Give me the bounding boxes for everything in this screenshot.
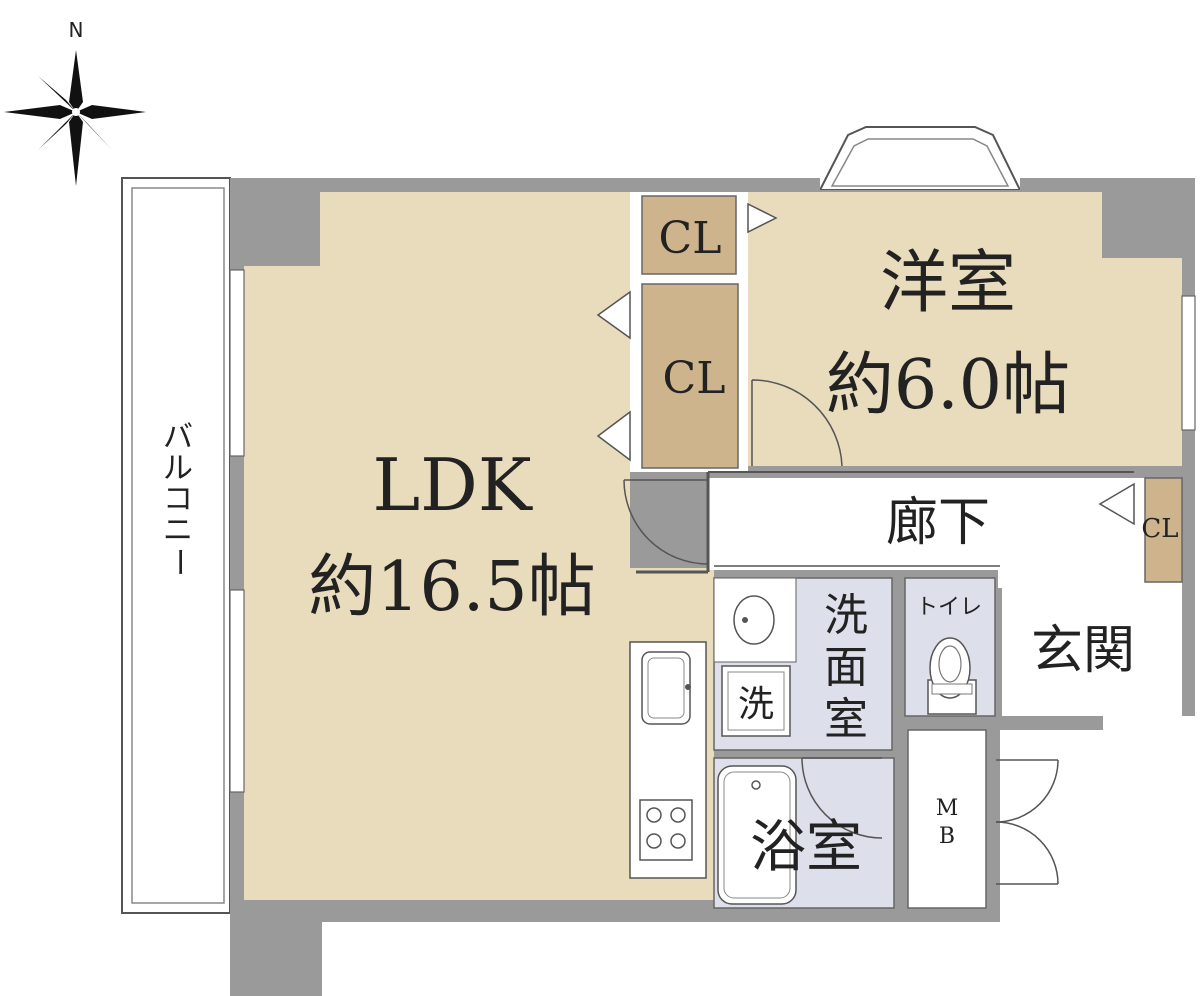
closet-lower-label: CL	[663, 353, 726, 404]
balcony-label: バ ル コ ニ ー	[161, 420, 196, 577]
svg-text:バ: バ	[163, 420, 193, 455]
western-door-swing	[751, 379, 843, 467]
meter-box-label-b: B	[939, 824, 955, 849]
western-room-area: 約6.0帖	[826, 346, 1070, 425]
entrance	[1002, 588, 1182, 716]
toilet-icon	[927, 637, 977, 715]
compass-rose-icon	[4, 50, 146, 186]
washbasin-icon	[733, 595, 775, 645]
ldk-windows	[229, 269, 1196, 793]
svg-text:ニ: ニ	[163, 513, 193, 548]
svg-text:洗: 洗	[824, 590, 868, 641]
svg-text:ル: ル	[163, 451, 193, 486]
washing-machine-icon	[721, 665, 791, 737]
bay-window	[818, 126, 1022, 191]
balcony	[121, 177, 231, 914]
closet-corridor-label: CL	[1141, 514, 1178, 544]
meter-box[interactable]	[907, 729, 987, 909]
ldk-area: 約16.5帖	[308, 548, 595, 627]
bath-door-swing	[801, 757, 883, 839]
stove-icon	[639, 799, 693, 861]
balcony-inner	[131, 187, 225, 904]
svg-text:室: 室	[824, 694, 868, 745]
svg-text:コ: コ	[163, 482, 193, 517]
closet-upper[interactable]	[641, 195, 737, 275]
svg-text:ー: ー	[161, 547, 196, 577]
ldk-name: LDK	[372, 443, 533, 527]
meter-box-label-m: M	[936, 796, 959, 821]
entrance-door-swing	[995, 759, 1059, 823]
washing-machine-label: 洗	[738, 684, 774, 725]
sink-icon	[641, 651, 691, 725]
svg-text:面: 面	[824, 642, 868, 693]
western-room	[748, 192, 1182, 466]
corridor	[708, 478, 1134, 570]
closet-corridor-door-marker	[1098, 482, 1135, 526]
bathtub-icon	[717, 765, 797, 905]
toilet-name: トイレ	[916, 595, 982, 620]
compass-north-label: N	[69, 18, 84, 42]
entrance-name: 玄関	[1031, 621, 1135, 681]
closet-corridor[interactable]	[1144, 477, 1183, 583]
closet-upper-label: CL	[659, 213, 722, 264]
western-room-name: 洋室	[880, 244, 1016, 323]
washroom-label: 洗 面 室	[824, 590, 868, 745]
closet-door-markers	[596, 202, 778, 462]
closet-lower[interactable]	[641, 283, 739, 469]
corridor-lower	[998, 570, 1182, 588]
corridor-name: 廊下	[886, 493, 990, 553]
ldk-door-swing	[623, 479, 709, 565]
bath-name: 浴室	[750, 815, 862, 880]
entrance-door-swing-lower	[995, 821, 1059, 885]
